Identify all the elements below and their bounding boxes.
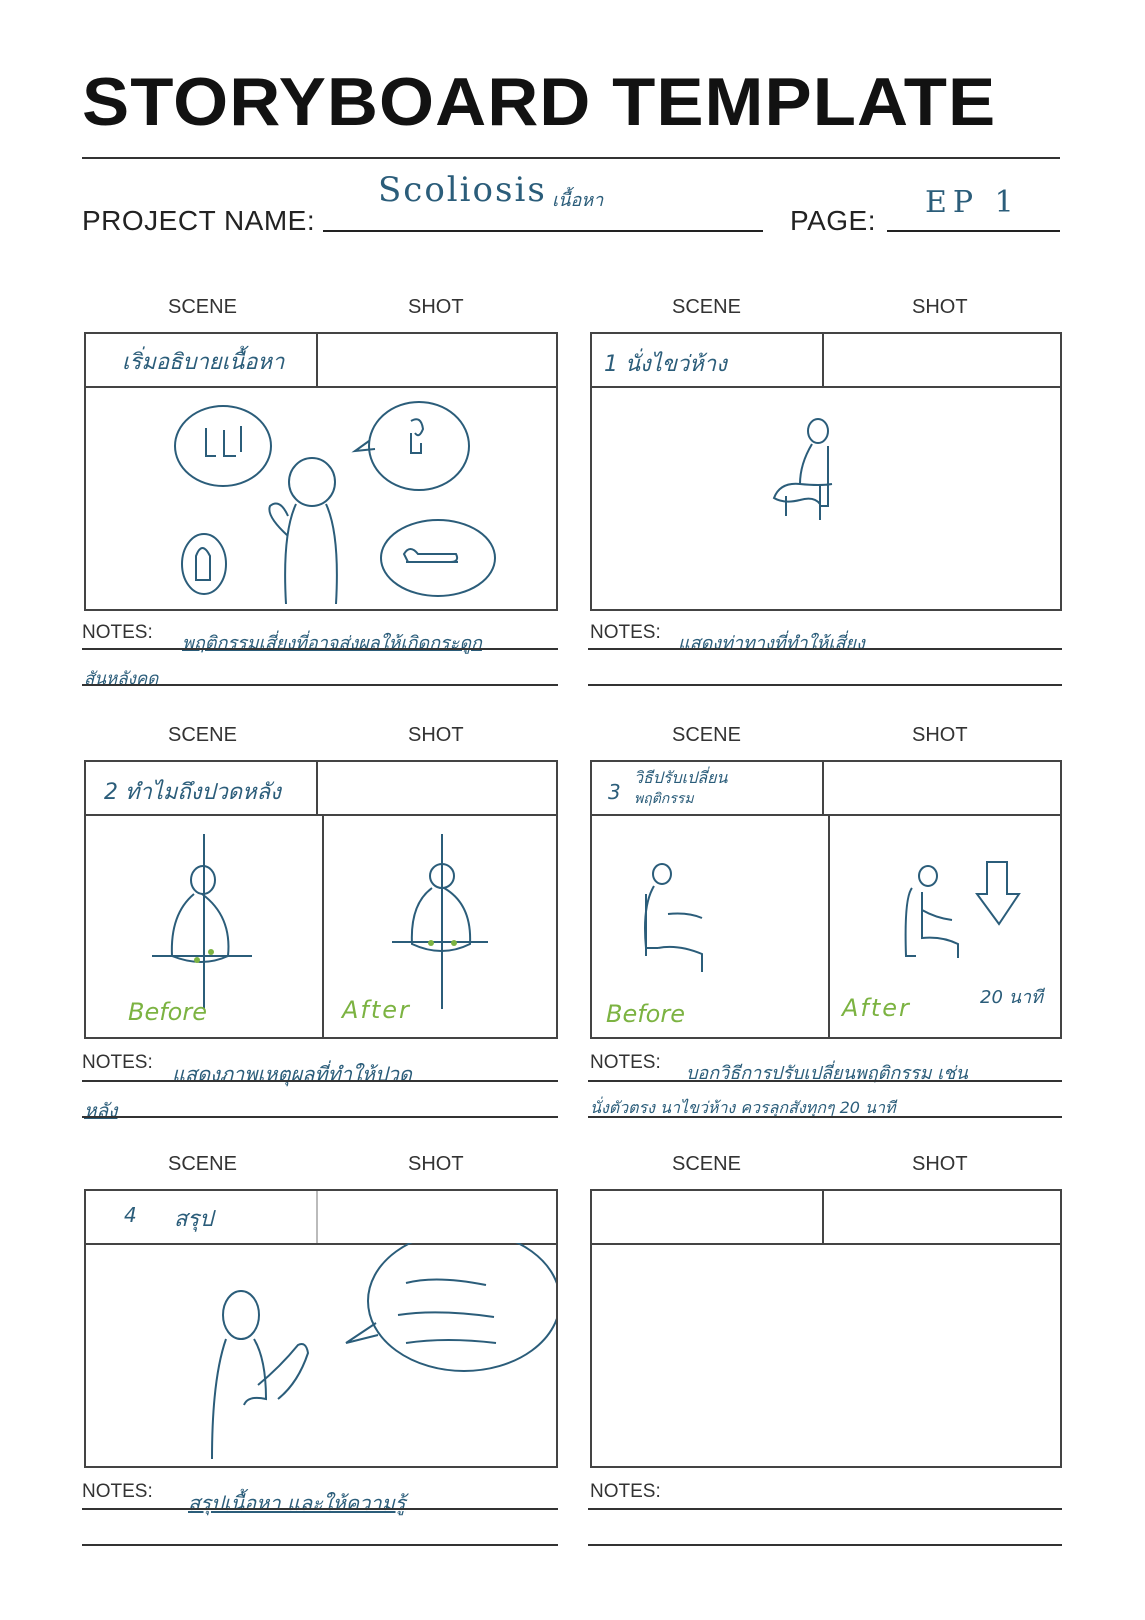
scene-header: SCENE bbox=[672, 724, 741, 746]
project-name-line bbox=[323, 230, 763, 232]
notes-line bbox=[588, 684, 1062, 686]
project-name-thai: เนื้อหา bbox=[552, 190, 604, 211]
page-label: PAGE: bbox=[790, 205, 877, 236]
panel-frame[interactable] bbox=[86, 386, 556, 609]
panel-frame[interactable] bbox=[86, 1243, 556, 1466]
project-name-value[interactable]: Scoliosis bbox=[378, 170, 547, 210]
notes-line bbox=[82, 1080, 558, 1082]
notes-label: NOTES: bbox=[590, 1481, 661, 1502]
notes-text[interactable]: นั่งตัวตรง นาไขว่ห้าง ควรลุกสังทุกๆ 20 น… bbox=[590, 1098, 896, 1117]
scene-header: SCENE bbox=[168, 296, 237, 318]
scene-number: 3 bbox=[608, 780, 621, 804]
shot-header: SHOT bbox=[912, 296, 968, 318]
notes-line bbox=[588, 648, 1062, 650]
notes-line bbox=[588, 1116, 1062, 1118]
panel-header bbox=[592, 762, 1060, 816]
scene-header: SCENE bbox=[672, 1153, 741, 1175]
shot-header: SHOT bbox=[408, 724, 464, 746]
notes-text[interactable]: สรุปเนื้อหา และให้ความรู้ bbox=[188, 1491, 406, 1515]
scene-header: SCENE bbox=[672, 296, 741, 318]
page-title: STORYBOARD TEMPLATE bbox=[82, 64, 997, 140]
notes-line bbox=[588, 1080, 1062, 1082]
panel-frame[interactable]: Before After bbox=[86, 814, 556, 1037]
notes-label: NOTES: bbox=[590, 622, 661, 643]
notes-line bbox=[588, 1544, 1062, 1546]
shot-header: SHOT bbox=[408, 1153, 464, 1175]
panel-header bbox=[592, 334, 1060, 388]
storyboard-panel-2[interactable]: 1 นั่งไขว่ห้าง bbox=[590, 332, 1062, 611]
scene-text[interactable]: สรุป bbox=[174, 1207, 214, 1232]
panel-header bbox=[86, 762, 556, 816]
shot-header: SHOT bbox=[912, 1153, 968, 1175]
notes-label: NOTES: bbox=[82, 1052, 153, 1073]
panel-divider bbox=[828, 814, 830, 1037]
notes-line bbox=[588, 1508, 1062, 1510]
scene-header: SCENE bbox=[168, 1153, 237, 1175]
sketch-presenter-summary bbox=[211, 1243, 556, 1460]
storyboard-panel-5[interactable]: 4 สรุป bbox=[84, 1189, 558, 1468]
panel-frame[interactable] bbox=[592, 386, 1060, 609]
notes-text[interactable]: บอกวิธีการปรับเปลี่ยนพฤติกรรม เช่น bbox=[686, 1063, 968, 1084]
scene-header: SCENE bbox=[168, 724, 237, 746]
notes-text[interactable]: สันหลังคด bbox=[84, 669, 159, 689]
scene-text[interactable]: เริ่มอธิบายเนื้อหา bbox=[122, 350, 285, 375]
before-caption: Before bbox=[606, 1000, 685, 1028]
project-name-label: PROJECT NAME: bbox=[82, 205, 316, 236]
notes-line bbox=[82, 1116, 558, 1118]
panel-frame[interactable] bbox=[592, 1243, 1060, 1466]
before-caption: Before bbox=[128, 998, 207, 1026]
notes-text[interactable]: พฤติกรรมเสี่ยงที่อาจส่งผลให้เกิดกระดูก bbox=[182, 633, 482, 654]
scene-text[interactable]: 2 ทำไมถึงปวดหลัง bbox=[104, 780, 281, 805]
notes-text[interactable]: หลัง bbox=[84, 1100, 118, 1122]
storyboard-panel-3[interactable]: 2 ทำไมถึงปวดหลัง Before After bbox=[84, 760, 558, 1039]
page-line bbox=[887, 230, 1060, 232]
scene-text-line-2[interactable]: พฤติกรรม bbox=[634, 791, 694, 807]
notes-line bbox=[82, 1544, 558, 1546]
time-note: 20 นาที bbox=[980, 987, 1043, 1008]
sketch-sitting-before-after bbox=[644, 861, 1021, 972]
notes-line bbox=[82, 1508, 558, 1510]
notes-text[interactable]: แสดงท่าทางที่ทำให้เสี่ยง bbox=[678, 633, 865, 654]
after-caption: After bbox=[342, 996, 411, 1024]
shot-header: SHOT bbox=[912, 724, 968, 746]
sketch-person-sitting-cross-legged bbox=[772, 418, 833, 520]
panel-header bbox=[86, 1191, 556, 1245]
storyboard-panel-1[interactable]: เริ่มอธิบายเนื้อหา bbox=[84, 332, 558, 611]
title-divider bbox=[82, 157, 1060, 159]
storyboard-panel-4[interactable]: 3 วิธีปรับเปลี่ยน พฤติกรรม Before After … bbox=[590, 760, 1062, 1039]
panel-header bbox=[592, 1191, 1060, 1245]
panel-header bbox=[86, 334, 556, 388]
storyboard-panel-6[interactable] bbox=[590, 1189, 1062, 1468]
panel-frame[interactable]: Before After 20 นาที bbox=[592, 814, 1060, 1037]
scene-text-line-1[interactable]: วิธีปรับเปลี่ยน bbox=[634, 768, 728, 787]
sketch-presenter-with-thought-bubbles bbox=[174, 401, 496, 605]
notes-line bbox=[82, 684, 558, 686]
notes-label: NOTES: bbox=[82, 622, 153, 643]
shot-header: SHOT bbox=[408, 296, 464, 318]
panel-divider bbox=[322, 814, 324, 1037]
scene-number: 4 bbox=[124, 1203, 137, 1227]
page-value[interactable]: EP 1 bbox=[925, 185, 1020, 220]
notes-label: NOTES: bbox=[82, 1481, 153, 1502]
notes-line bbox=[82, 648, 558, 650]
sketch-posture-before-after bbox=[152, 834, 488, 1009]
after-caption: After bbox=[842, 994, 911, 1022]
scene-text[interactable]: 1 นั่งไขว่ห้าง bbox=[604, 352, 727, 377]
notes-label: NOTES: bbox=[590, 1052, 661, 1073]
notes-text[interactable]: แสดงภาพเหตุผลที่ทำให้ปวด bbox=[172, 1062, 412, 1086]
